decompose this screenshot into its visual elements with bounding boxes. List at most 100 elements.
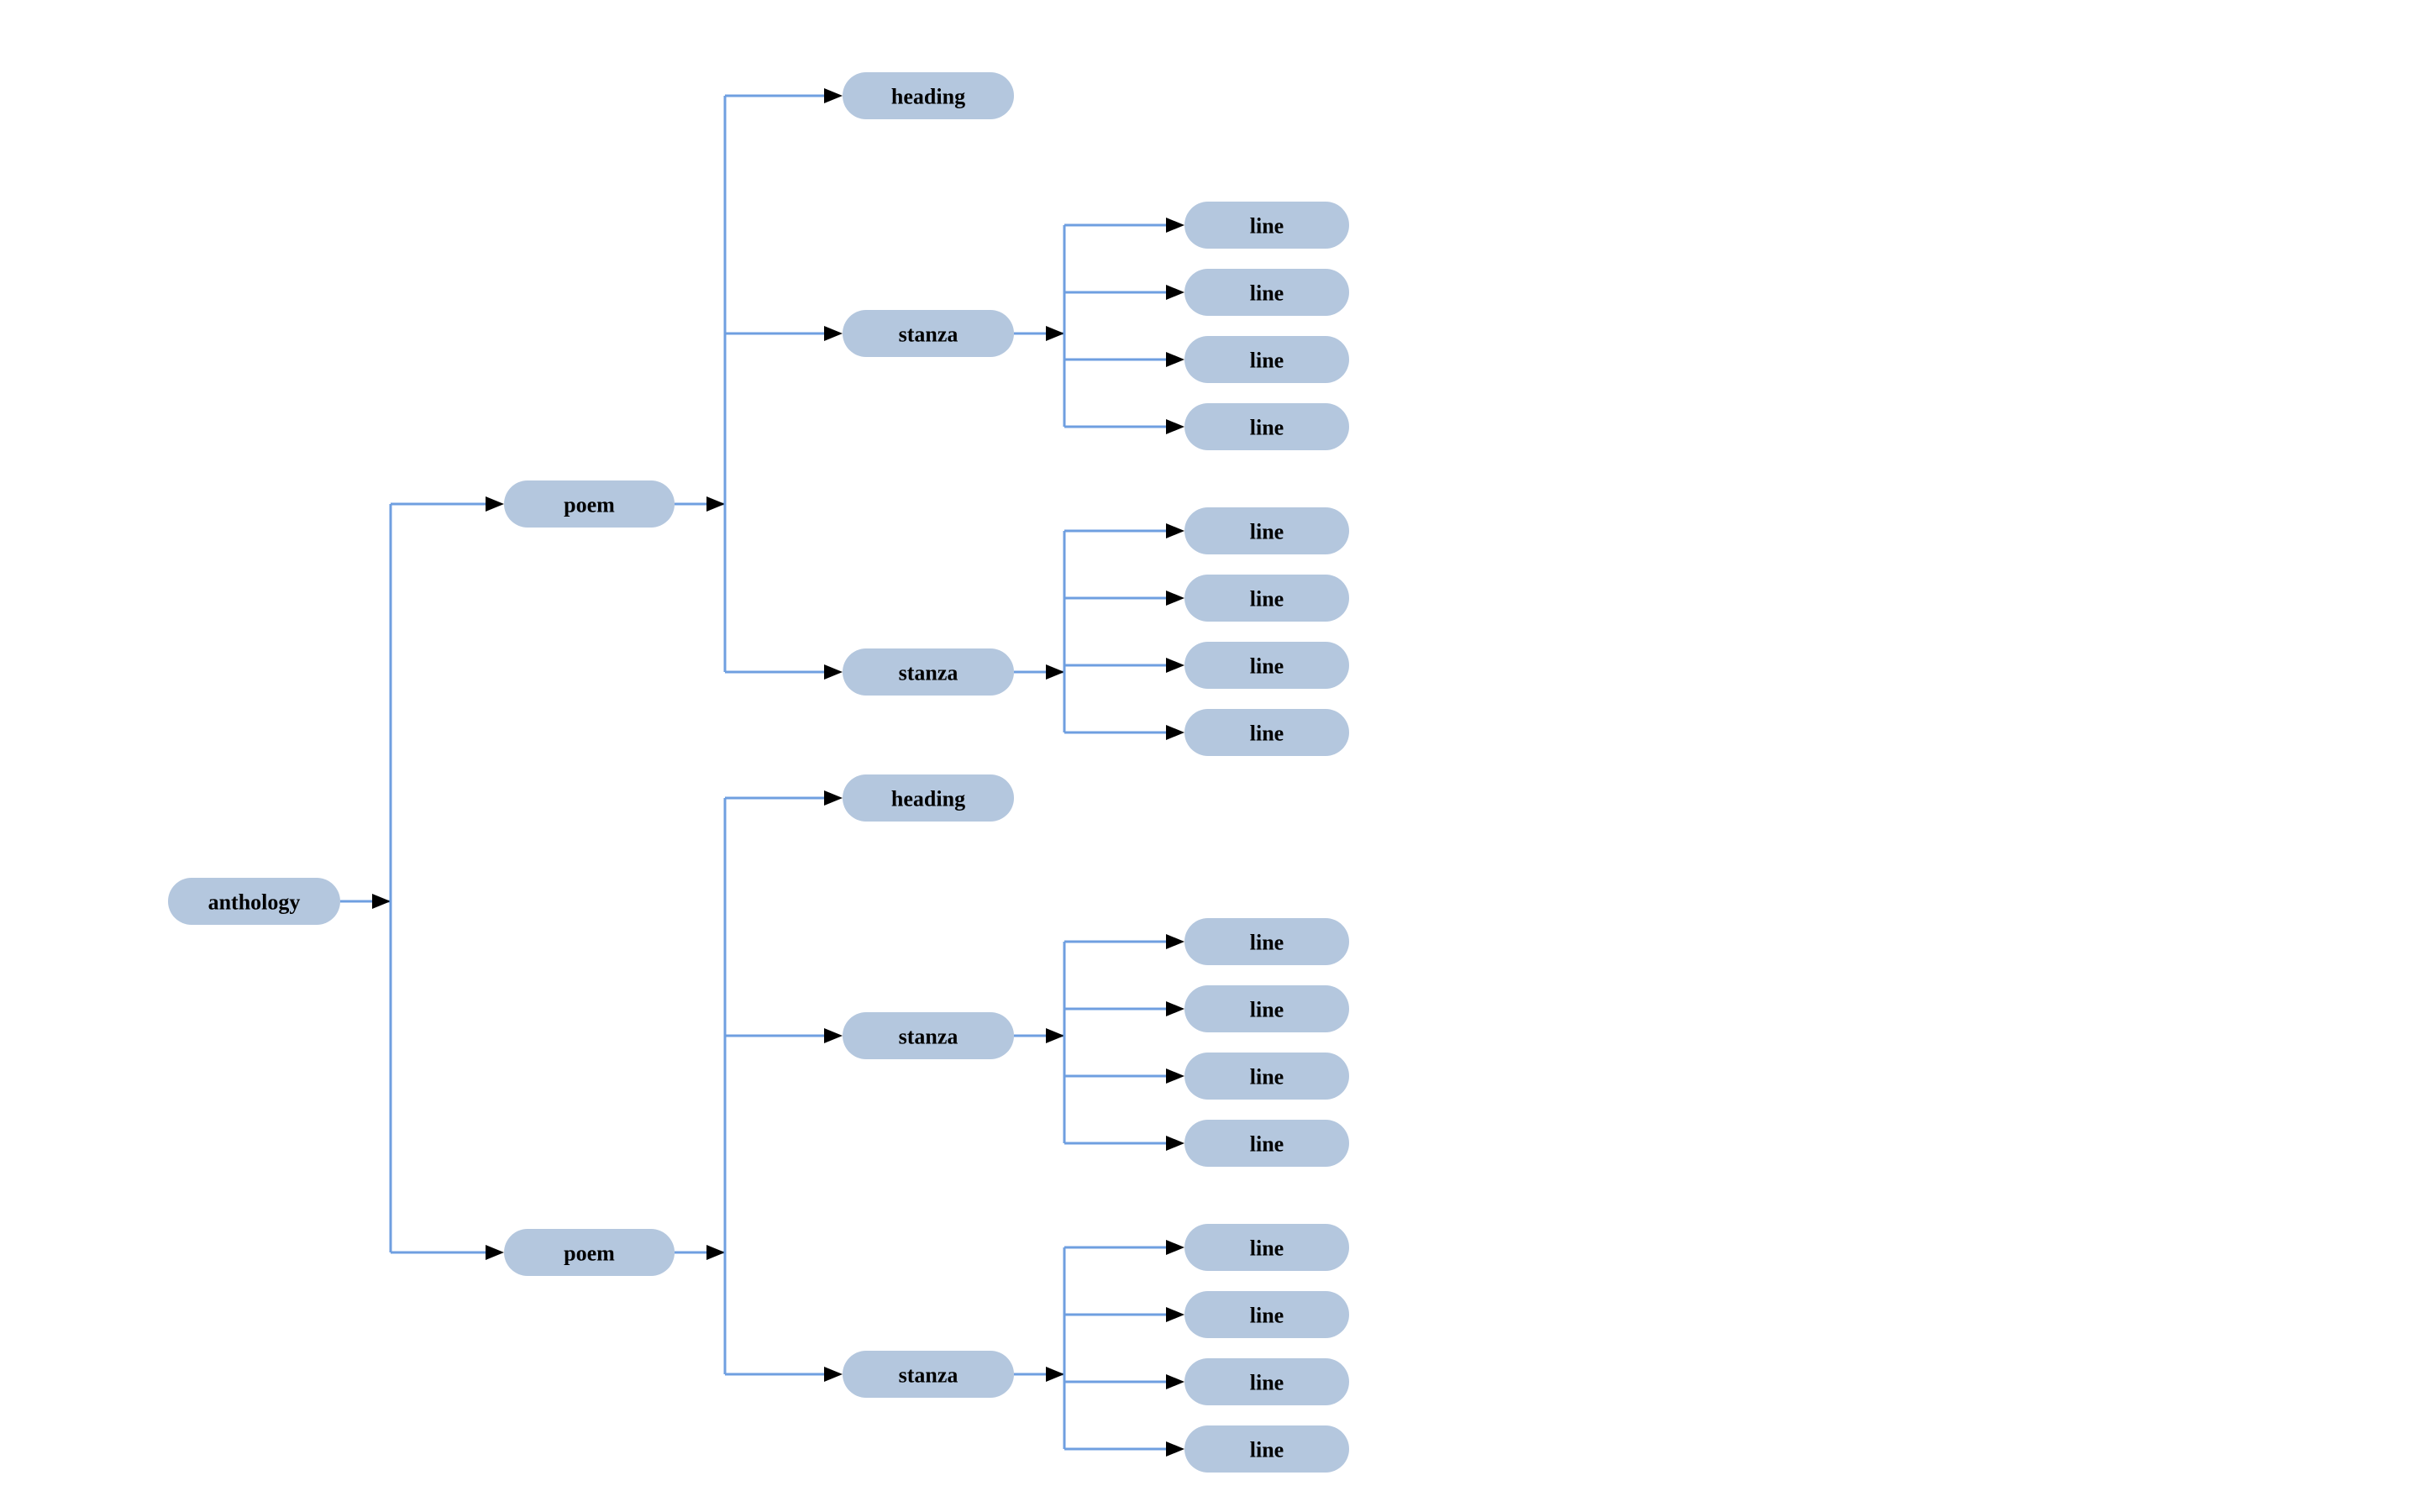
node-label-p2-s2-line1: line xyxy=(1250,1236,1284,1261)
node-p1-s1-line4[interactable]: line xyxy=(1184,403,1349,450)
edge-arrow-to-p2-s2-line2 xyxy=(1166,1307,1184,1322)
edge-arrow-to-p2-s2-line4 xyxy=(1166,1441,1184,1457)
node-label-p1-s2-line1: line xyxy=(1250,520,1284,544)
edge-arrow-to-p2-s2-line1 xyxy=(1166,1240,1184,1255)
node-p1-s2-line4[interactable]: line xyxy=(1184,709,1349,756)
edge-arrow-to-p2-stanza1 xyxy=(824,1028,843,1043)
node-shape-p2-s1-line3 xyxy=(1184,1053,1349,1100)
node-shape-p1-s2-line3 xyxy=(1184,642,1349,689)
node-shape-poem2 xyxy=(504,1229,675,1276)
edge-group-poem2 xyxy=(675,790,843,1382)
node-label-p1-stanza1: stanza xyxy=(899,323,959,347)
edge-arrow-to-p1-s2-line4 xyxy=(1166,725,1184,740)
node-shape-p2-s2-line4 xyxy=(1184,1425,1349,1473)
node-poem2[interactable]: poem xyxy=(504,1229,675,1276)
node-layer: anthology poem heading stanza line line line li… xyxy=(168,72,1349,1473)
node-label-p1-stanza2: stanza xyxy=(899,661,959,685)
edge-group-p2-stanza2 xyxy=(1014,1240,1184,1457)
edge-arrow-into-spine xyxy=(1046,664,1064,680)
node-p2-s2-line2[interactable]: line xyxy=(1184,1291,1349,1338)
node-label-p2-s1-line2: line xyxy=(1250,998,1284,1022)
node-shape-p2-stanza2 xyxy=(843,1351,1014,1398)
node-label-poem1: poem xyxy=(564,493,615,517)
node-p2-s2-line3[interactable]: line xyxy=(1184,1358,1349,1405)
node-p2-s1-line4[interactable]: line xyxy=(1184,1120,1349,1167)
node-p1-s2-line3[interactable]: line xyxy=(1184,642,1349,689)
node-label-p1-s1-line4: line xyxy=(1250,416,1284,440)
node-shape-p2-stanza1 xyxy=(843,1012,1014,1059)
node-p2-s1-line1[interactable]: line xyxy=(1184,918,1349,965)
node-p1-stanza1[interactable]: stanza xyxy=(843,310,1014,357)
edge-layer xyxy=(340,88,1184,1457)
edge-group-p2-stanza1 xyxy=(1014,934,1184,1151)
node-label-anthology: anthology xyxy=(208,890,301,915)
node-shape-p1-stanza2 xyxy=(843,648,1014,696)
node-shape-p1-stanza1 xyxy=(843,310,1014,357)
node-shape-p1-s1-line1 xyxy=(1184,202,1349,249)
node-p2-s2-line1[interactable]: line xyxy=(1184,1224,1349,1271)
edge-arrow-to-p1-s1-line1 xyxy=(1166,218,1184,233)
edge-arrow-to-p1-s1-line2 xyxy=(1166,285,1184,300)
edge-arrow-to-p2-stanza2 xyxy=(824,1367,843,1382)
node-p2-s1-line2[interactable]: line xyxy=(1184,985,1349,1032)
node-p2-s1-line3[interactable]: line xyxy=(1184,1053,1349,1100)
node-p2-heading[interactable]: heading xyxy=(843,774,1014,822)
node-poem1[interactable]: poem xyxy=(504,480,675,528)
node-shape-p2-s1-line4 xyxy=(1184,1120,1349,1167)
node-label-p2-stanza2: stanza xyxy=(899,1363,959,1388)
node-label-p1-s2-line4: line xyxy=(1250,722,1284,746)
node-shape-p2-s2-line3 xyxy=(1184,1358,1349,1405)
node-shape-p1-s2-line1 xyxy=(1184,507,1349,554)
node-label-p2-s1-line1: line xyxy=(1250,931,1284,955)
node-label-p2-s1-line4: line xyxy=(1250,1132,1284,1157)
node-p2-s2-line4[interactable]: line xyxy=(1184,1425,1349,1473)
node-label-p1-s1-line2: line xyxy=(1250,281,1284,306)
node-p1-heading[interactable]: heading xyxy=(843,72,1014,119)
node-label-p2-s2-line4: line xyxy=(1250,1438,1284,1462)
node-label-p1-s2-line3: line xyxy=(1250,654,1284,679)
node-shape-p1-s1-line2 xyxy=(1184,269,1349,316)
edge-arrow-to-p1-s1-line3 xyxy=(1166,352,1184,367)
node-label-p1-heading: heading xyxy=(891,85,965,109)
node-label-p1-s2-line2: line xyxy=(1250,587,1284,612)
node-shape-poem1 xyxy=(504,480,675,528)
node-p1-stanza2[interactable]: stanza xyxy=(843,648,1014,696)
edge-arrow-into-spine xyxy=(706,1245,725,1260)
node-shape-p1-s1-line4 xyxy=(1184,403,1349,450)
node-label-poem2: poem xyxy=(564,1242,615,1266)
edge-arrow-to-p1-stanza2 xyxy=(824,664,843,680)
node-p2-stanza1[interactable]: stanza xyxy=(843,1012,1014,1059)
edge-group-anthology xyxy=(340,496,504,1260)
node-label-p1-s1-line1: line xyxy=(1250,214,1284,239)
node-label-p2-s2-line2: line xyxy=(1250,1304,1284,1328)
edge-arrow-to-p1-stanza1 xyxy=(824,326,843,341)
node-shape-p1-s2-line2 xyxy=(1184,575,1349,622)
edge-arrow-to-p2-s1-line3 xyxy=(1166,1068,1184,1084)
edge-arrow-into-spine xyxy=(706,496,725,512)
edge-arrow-to-p1-s2-line2 xyxy=(1166,591,1184,606)
edge-arrow-to-p1-s2-line1 xyxy=(1166,523,1184,538)
edge-arrow-into-spine xyxy=(372,894,391,909)
node-shape-p1-heading xyxy=(843,72,1014,119)
node-label-p1-s1-line3: line xyxy=(1250,349,1284,373)
node-p1-s1-line3[interactable]: line xyxy=(1184,336,1349,383)
edge-group-poem1 xyxy=(675,88,843,680)
edge-arrow-to-p2-s2-line3 xyxy=(1166,1374,1184,1389)
node-anthology[interactable]: anthology xyxy=(168,878,340,925)
node-shape-p2-s2-line1 xyxy=(1184,1224,1349,1271)
node-p1-s1-line1[interactable]: line xyxy=(1184,202,1349,249)
edge-arrow-to-p1-heading xyxy=(824,88,843,103)
node-shape-p2-s2-line2 xyxy=(1184,1291,1349,1338)
node-p2-stanza2[interactable]: stanza xyxy=(843,1351,1014,1398)
node-label-p2-s2-line3: line xyxy=(1250,1371,1284,1395)
node-p1-s2-line1[interactable]: line xyxy=(1184,507,1349,554)
edge-arrow-to-p1-s1-line4 xyxy=(1166,419,1184,434)
node-shape-p2-heading xyxy=(843,774,1014,822)
node-label-p2-heading: heading xyxy=(891,787,965,811)
node-p1-s2-line2[interactable]: line xyxy=(1184,575,1349,622)
node-p1-s1-line2[interactable]: line xyxy=(1184,269,1349,316)
node-shape-p1-s2-line4 xyxy=(1184,709,1349,756)
node-shape-p2-s1-line2 xyxy=(1184,985,1349,1032)
